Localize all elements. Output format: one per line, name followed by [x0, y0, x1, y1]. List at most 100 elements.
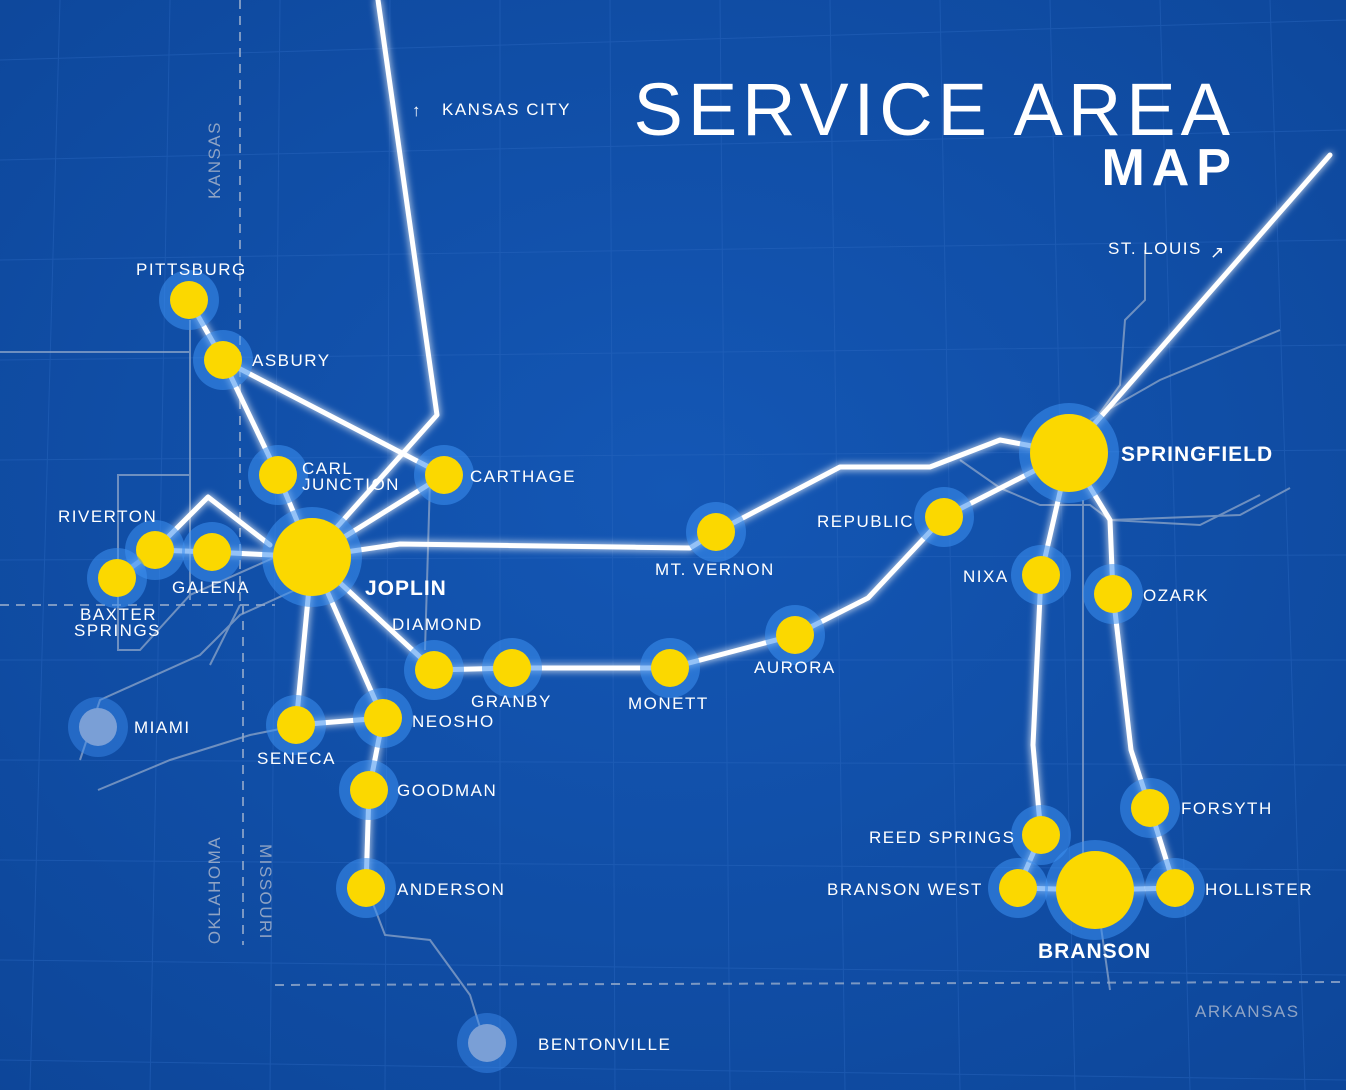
city-node-republic[interactable] [914, 487, 974, 547]
city-node-dot [193, 533, 231, 571]
city-label-goodman: GOODMAN [397, 781, 497, 800]
road [1109, 494, 1261, 527]
city-node-hollister[interactable] [1145, 858, 1205, 918]
city-label-reed-springs: REED SPRINGS [869, 828, 1015, 847]
city-node-ozark[interactable] [1083, 564, 1143, 624]
city-node-seneca[interactable] [266, 695, 326, 755]
road [1089, 329, 1281, 421]
city-node-dot [425, 456, 463, 494]
city-node-dot [277, 706, 315, 744]
state-label-missouri: MISSOURI [256, 844, 275, 940]
city-label-springfield: SPRINGFIELD [1121, 443, 1273, 466]
city-node-dot [468, 1024, 506, 1062]
state-label-kansas: KANSAS [205, 121, 224, 199]
city-label-carl-junction-2: JUNCTION [302, 475, 400, 494]
city-node-springfield[interactable] [1019, 403, 1119, 503]
city-node-baxter-springs[interactable] [87, 548, 147, 608]
city-node-mt-vernon[interactable] [686, 502, 746, 562]
city-node-asbury[interactable] [193, 330, 253, 390]
arkansas-border [274, 981, 1346, 986]
city-label-joplin: JOPLIN [365, 577, 447, 600]
city-node-monett[interactable] [640, 638, 700, 698]
st-louis-arrow: ↗ [1210, 243, 1226, 262]
city-label-granby: GRANBY [471, 692, 552, 711]
city-node-dot [1022, 556, 1060, 594]
city-node-dot [1056, 851, 1134, 929]
city-node-neosho[interactable] [353, 688, 413, 748]
city-node-forsyth[interactable] [1120, 778, 1180, 838]
direction-kansas-city: ↑ KANSAS CITY [412, 100, 569, 120]
city-label-branson: BRANSON [1038, 940, 1151, 963]
city-node-dot [1094, 575, 1132, 613]
city-label-ozark: OZARK [1143, 586, 1209, 605]
city-node-dot [273, 518, 351, 596]
city-node-reed-springs[interactable] [1011, 805, 1071, 865]
road [366, 887, 491, 1061]
city-node-granby[interactable] [482, 638, 542, 698]
city-node-pittsburg[interactable] [159, 270, 219, 330]
city-label-pittsburg: PITTSBURG [136, 260, 247, 279]
route-asbury-carthage [220, 357, 447, 478]
city-node-dot [350, 771, 388, 809]
city-label-forsyth: FORSYTH [1181, 799, 1273, 818]
city-label-asbury: ASBURY [252, 351, 331, 370]
city-node-dot [925, 498, 963, 536]
city-node-goodman[interactable] [339, 760, 399, 820]
city-node-dot [1030, 414, 1108, 492]
city-node-dot [776, 616, 814, 654]
city-node-dot [999, 869, 1037, 907]
city-node-carl-junction[interactable] [248, 445, 308, 505]
road [1069, 250, 1146, 456]
city-label-branson-west: BRANSON WEST [827, 880, 983, 899]
city-node-carthage[interactable] [414, 445, 474, 505]
city-node-aurora[interactable] [765, 605, 825, 665]
road [209, 604, 241, 666]
state-label-arkansas: ARKANSAS [1195, 1002, 1300, 1021]
city-node-dot [697, 513, 735, 551]
city-node-miami[interactable] [68, 697, 128, 757]
city-node-dot [651, 649, 689, 687]
city-node-dot [98, 559, 136, 597]
city-node-dot [364, 699, 402, 737]
city-node-dot [1156, 869, 1194, 907]
city-node-galena[interactable] [182, 522, 242, 582]
city-node-dot [170, 281, 208, 319]
city-node-joplin[interactable] [262, 507, 362, 607]
city-node-branson[interactable] [1045, 840, 1145, 940]
city-node-dot [1022, 816, 1060, 854]
city-node-dot [259, 456, 297, 494]
city-node-dot [493, 649, 531, 687]
city-label-diamond: DIAMOND [392, 615, 483, 634]
city-label-bentonville: BENTONVILLE [538, 1035, 671, 1054]
city-label-baxter-springs-2: SPRINGS [74, 621, 161, 640]
city-node-dot [415, 651, 453, 689]
state-label-oklahoma: OKLAHOMA [205, 836, 224, 944]
city-label-galena: GALENA [172, 578, 250, 597]
city-label-hollister: HOLLISTER [1205, 880, 1313, 899]
city-label-carthage: CARTHAGE [470, 467, 576, 486]
city-label-carl-junction-1: CARL [302, 459, 353, 478]
route-kansas-city [309, 0, 440, 558]
road [424, 479, 431, 651]
route-joplin-mtvernon [309, 437, 1072, 560]
city-label-aurora: AURORA [754, 658, 836, 677]
map-title: SERVICE AREA [633, 68, 1235, 151]
city-node-branson-west[interactable] [988, 858, 1048, 918]
route-st-louis [1066, 152, 1333, 456]
city-node-anderson[interactable] [336, 858, 396, 918]
city-labels: PITTSBURG ASBURY CARL JUNCTION CARTHAGE … [58, 260, 1313, 1054]
city-node-dot [136, 531, 174, 569]
city-node-bentonville[interactable] [457, 1013, 517, 1073]
city-label-monett: MONETT [628, 694, 709, 713]
city-label-neosho: NEOSHO [412, 712, 495, 731]
state-borders [0, 0, 1346, 986]
city-node-nixa[interactable] [1011, 545, 1071, 605]
map-subtitle: MAP [1101, 139, 1238, 197]
city-node-diamond[interactable] [404, 640, 464, 700]
city-label-baxter-springs-1: BAXTER [80, 605, 157, 624]
city-label-miami: MIAMI [134, 718, 191, 737]
city-label-republic: REPUBLIC [817, 512, 914, 531]
city-node-dot [204, 341, 242, 379]
city-label-seneca: SENECA [257, 749, 336, 768]
